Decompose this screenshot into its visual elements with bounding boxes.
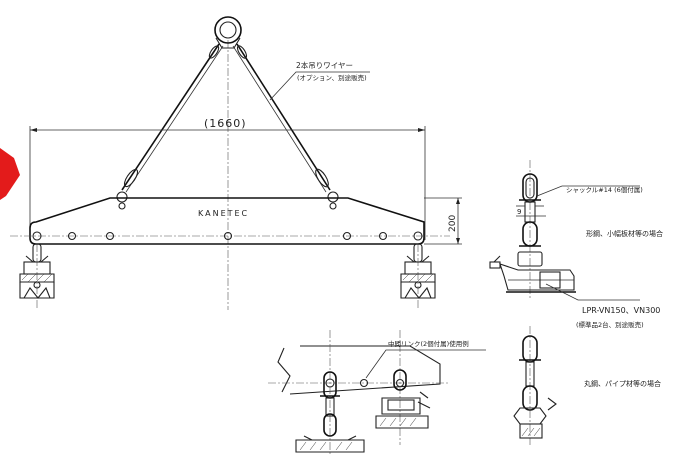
left-lifting-magnet bbox=[19, 243, 55, 310]
svg-text:(1660): (1660) bbox=[204, 117, 247, 130]
wire-note: (オプション、別途販売) bbox=[297, 73, 367, 82]
case-plate-label: 形鋼、小幅板材等の場合 bbox=[586, 229, 663, 238]
lifting-beam: KANETEC bbox=[10, 197, 450, 245]
wire-ropes bbox=[116, 43, 339, 203]
wire-label: 2本吊りワイヤー bbox=[296, 60, 353, 70]
height-dimension: 200 bbox=[424, 197, 462, 245]
main-assembly: 2本吊りワイヤー (オプション、別途販売) (1660) KANETEC bbox=[10, 16, 462, 310]
link-label: 中間リンク(2個付属)使用例 bbox=[388, 339, 469, 348]
span-dimension: (1660) bbox=[29, 117, 426, 240]
svg-text:200: 200 bbox=[448, 215, 458, 232]
round-bar-detail: 丸鋼、パイプ材等の場合 bbox=[513, 326, 661, 445]
model-label: LPR-VN150、VN300 bbox=[582, 306, 660, 315]
red-corner-tab bbox=[0, 148, 20, 200]
svg-text:9: 9 bbox=[517, 208, 521, 216]
link-usage-detail: 中間リンク(2個付属)使用例 bbox=[268, 330, 486, 455]
shackle-icon bbox=[519, 173, 541, 247]
model-note: (標準品2台、別途販売) bbox=[576, 320, 644, 329]
intermediate-link-icon bbox=[320, 371, 340, 437]
right-lifting-magnet bbox=[400, 243, 436, 310]
lifting-ring-icon bbox=[214, 16, 242, 49]
shackle-detail: 9 シャックル#14 (6個付属) 形鋼、小幅板材等の場合 LPR-VN150、… bbox=[489, 160, 663, 329]
case-round-label: 丸鋼、パイプ材等の場合 bbox=[584, 379, 661, 388]
lifting-magnet-icon bbox=[489, 251, 576, 293]
beam-brand: KANETEC bbox=[198, 209, 249, 218]
shackle-label: シャックル#14 (6個付属) bbox=[566, 185, 643, 194]
